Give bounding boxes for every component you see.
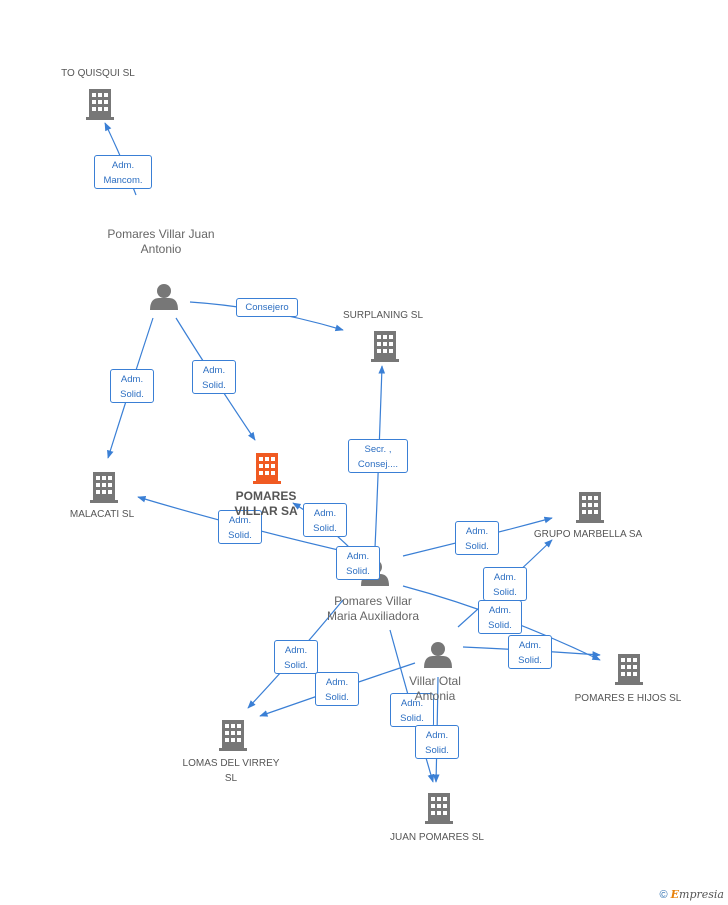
- copyright-symbol: ©: [659, 889, 668, 901]
- building-icon[interactable]: [86, 89, 114, 120]
- company-name[interactable]: LOMAS DEL VIRREY SL: [182, 758, 280, 784]
- edge-label[interactable]: Adm. Solid.: [192, 360, 236, 394]
- company-name[interactable]: POMARES VILLAR SA: [234, 489, 298, 518]
- edge-label[interactable]: Adm. Solid.: [508, 635, 552, 669]
- company-name[interactable]: GRUPO MARBELLA SA: [533, 529, 643, 540]
- building-icon[interactable]: [219, 720, 247, 751]
- brand-logo[interactable]: Empresia: [671, 888, 724, 901]
- building-icon[interactable]: [615, 654, 643, 685]
- person-name[interactable]: Pomares Villar Maria Auxiliadora: [326, 594, 420, 623]
- brand-initial: E: [670, 888, 680, 901]
- copyright-notice: © Empresia: [659, 888, 724, 901]
- company-name[interactable]: SURPLANING SL: [342, 310, 424, 321]
- building-icon[interactable]: [576, 492, 604, 523]
- person-icon[interactable]: [424, 642, 452, 668]
- person-name[interactable]: Villar Otal Antonia: [409, 674, 461, 703]
- person-icon[interactable]: [150, 284, 178, 310]
- edge-label[interactable]: Adm. Solid.: [315, 672, 359, 706]
- edge-label[interactable]: Secr. , Consej....: [348, 439, 408, 473]
- building-icon[interactable]: [371, 331, 399, 362]
- company-name[interactable]: POMARES E HIJOS SL: [574, 693, 682, 704]
- edge-label[interactable]: Adm. Solid.: [303, 503, 347, 537]
- building-icon[interactable]: [253, 453, 281, 484]
- company-name[interactable]: TO QUISQUI SL: [61, 68, 135, 79]
- edge-label[interactable]: Adm. Solid.: [110, 369, 154, 403]
- edge-label[interactable]: Adm. Mancom.: [94, 155, 152, 189]
- edge-label[interactable]: Adm. Solid.: [390, 693, 434, 727]
- brand-name: mpresia: [679, 888, 724, 901]
- edge-label[interactable]: Adm. Solid.: [483, 567, 527, 601]
- building-icon[interactable]: [425, 793, 453, 824]
- edge-label[interactable]: Consejero: [236, 297, 298, 317]
- edge-label[interactable]: Adm. Solid.: [274, 640, 318, 674]
- person-name[interactable]: Pomares Villar Juan Antonio: [107, 227, 215, 256]
- edge-label[interactable]: Adm. Solid.: [336, 546, 380, 580]
- company-name[interactable]: JUAN POMARES SL: [390, 832, 484, 843]
- company-name[interactable]: MALACATI SL: [69, 509, 135, 520]
- edge-label[interactable]: Adm. Solid.: [478, 600, 522, 634]
- edge-label[interactable]: Adm. Solid.: [415, 725, 459, 759]
- edge-label[interactable]: Adm. Solid.: [455, 521, 499, 555]
- edge-label[interactable]: Adm. Solid.: [218, 510, 262, 544]
- building-icon[interactable]: [90, 472, 118, 503]
